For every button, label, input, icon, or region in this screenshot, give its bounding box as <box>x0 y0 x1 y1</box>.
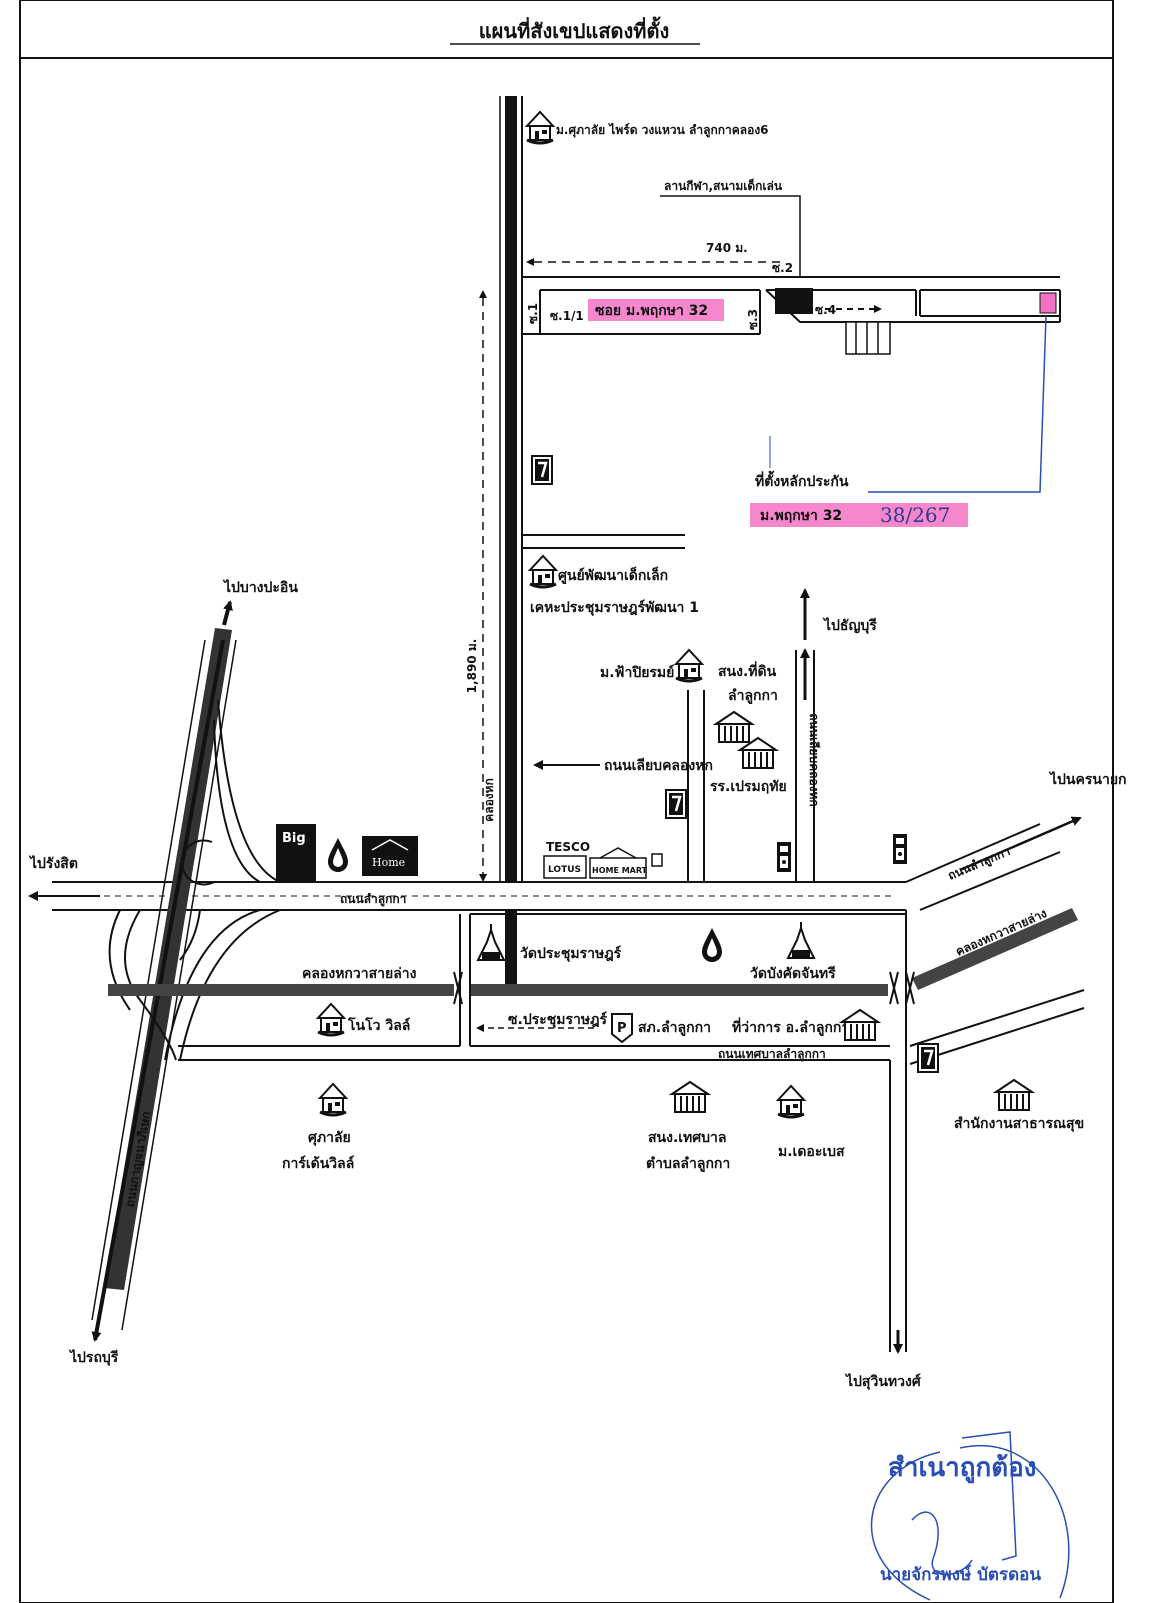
lam-luk-ka-road-label: ถนนลำลูกกา <box>340 892 406 907</box>
to-bang-pa-in-label: ไปบางปะอิน <box>222 578 298 596</box>
to-nakhon-nayok-label: ไปนครนายก <box>1048 770 1127 788</box>
svg-text:HOME MART: HOME MART <box>592 866 648 875</box>
home-pro-logo: Home <box>362 836 418 876</box>
soi-2-label: ซ.2 <box>772 261 793 275</box>
wat-prachum-label: วัดประชุมราษฎร์ <box>520 945 622 962</box>
khlong-hok-canal <box>499 96 523 986</box>
distance-horizontal-label: 740 ม. <box>706 241 748 255</box>
municipal-office-label-2: ตำบลลำลูกกา <box>646 1156 730 1172</box>
supalai-label-1: ศุภาลัย <box>308 1130 351 1146</box>
soi-1-1-label: ซ.1/1 <box>550 309 584 323</box>
child-center-label-2: เคหะประชุมราษฎร์พัฒนา 1 <box>530 599 699 616</box>
seven-eleven-middle-icon <box>664 788 688 820</box>
khlong-hok-label: คลองหก <box>482 778 496 822</box>
police-parking-icon: P <box>611 1013 633 1044</box>
collateral-highlight <box>750 503 968 527</box>
the-base-label: ม.เดอะเบส <box>778 1144 845 1160</box>
soi-main-label: ซอย ม.พฤกษา 32 <box>595 303 708 319</box>
stamp-certified-text: สำเนาถูกต้อง <box>888 1453 1036 1484</box>
soi-1-label: ซ.1 <box>526 303 540 324</box>
central-block <box>178 910 1085 1354</box>
khlong-lower-label: คลองหกวาสายล่าง <box>302 966 417 982</box>
soi-prachum-label: ซ.ประชุมราษฎร์ <box>508 1011 607 1028</box>
fah-piyarom-label: ม.ฟ้าปิยรมย์ <box>600 664 674 681</box>
sports-field-leader <box>660 195 801 276</box>
sports-field-label: ลานกีฬา,สนามเด็กเล่น <box>664 178 783 193</box>
to-suwinthawong-label: ไปสุวินทวงศ์ <box>844 1372 922 1390</box>
svg-text:P: P <box>617 1021 627 1036</box>
seven-eleven-north-icon <box>530 454 554 486</box>
tesco-lotus-logo: TESCO LOTUS <box>543 840 590 879</box>
school-label: รร.เปรมฤทัย <box>710 779 787 795</box>
to-pathum-label: ไปรถบุรี <box>68 1348 119 1366</box>
page-border <box>19 0 1114 1603</box>
collateral-number: 38/267 <box>880 503 950 527</box>
distance-vertical-label: 1,890 ม. <box>465 639 479 694</box>
district-office-label: ที่ว่าการ อ.ลำลูกกา <box>732 1017 849 1036</box>
nuvo-villa-label: โนโว วิลล์ <box>347 1016 410 1034</box>
collateral-village: ม.พฤกษา 32 <box>760 508 842 524</box>
soi-pruksa-road <box>522 276 1061 355</box>
land-office-label-1: สนง.ที่ดิน <box>718 661 777 680</box>
small-shop-icon <box>651 853 663 867</box>
wat-bang-kradee-label: วัดบังคัดจันทรี <box>750 966 836 982</box>
land-office-label-2: ลำลูกกา <box>728 688 778 704</box>
pump-east-icon <box>777 842 791 872</box>
kanchanaphisek-ring-road <box>91 600 281 1342</box>
stamp-name-text: นายจักรพงษ์ บัตรดอน <box>880 1564 1041 1585</box>
svg-text:Home: Home <box>372 856 405 869</box>
to-thanyaburi-label: ไปธัญบุรี <box>822 616 877 634</box>
khlong-road-east-label: ถนนเลียบคลองหก <box>807 713 821 806</box>
big-c-logo: Big <box>276 824 316 882</box>
village-top-label: ม.ศุภาลัย ไพร์ด วงแหวน ลำลูกกาคลอง6 <box>556 122 769 138</box>
fah-piyarom-road <box>687 690 705 882</box>
soi-3-label: ซ.3 <box>746 309 760 330</box>
svg-text:LOTUS: LOTUS <box>548 865 581 875</box>
collateral-title: ที่ตั้งหลักประกัน <box>755 470 849 490</box>
khlong-hok-wa-lower-canal <box>108 908 1078 1005</box>
certification-stamp <box>870 1431 1070 1601</box>
police-label: สภ.ลำลูกกา <box>638 1020 711 1036</box>
municipal-road-label: ถนนเทศบาลลำลูกกา <box>718 1047 826 1062</box>
to-rangsit-label: ไปรังสิต <box>28 854 78 872</box>
east-canal-road <box>795 588 815 882</box>
municipal-office-label-1: สนง.เทศบาล <box>648 1130 727 1146</box>
soi-main-highlight <box>588 299 724 321</box>
svg-text:Big: Big <box>282 831 306 846</box>
supalai-label-2: การ์เด้นวิลล์ <box>282 1155 354 1172</box>
health-office-label: สำนักงานสาธารณสุข <box>954 1116 1084 1132</box>
page-title: แผนที่สังเขปแสดงที่ตั้ง <box>479 16 669 43</box>
khlong-road-label: ถนนเลียบคลองหก <box>604 758 713 774</box>
collateral-leader <box>868 315 1047 493</box>
svg-text:TESCO: TESCO <box>546 840 590 854</box>
pump-far-east-icon <box>893 834 907 864</box>
child-center-label-1: ศูนย์พัฒนาเด็กเล็ก <box>558 566 668 584</box>
home-mart-logo: HOME MART <box>589 847 648 879</box>
soi-4-label: ซ.4 <box>815 303 836 317</box>
seven-eleven-south-icon <box>916 1042 940 1074</box>
